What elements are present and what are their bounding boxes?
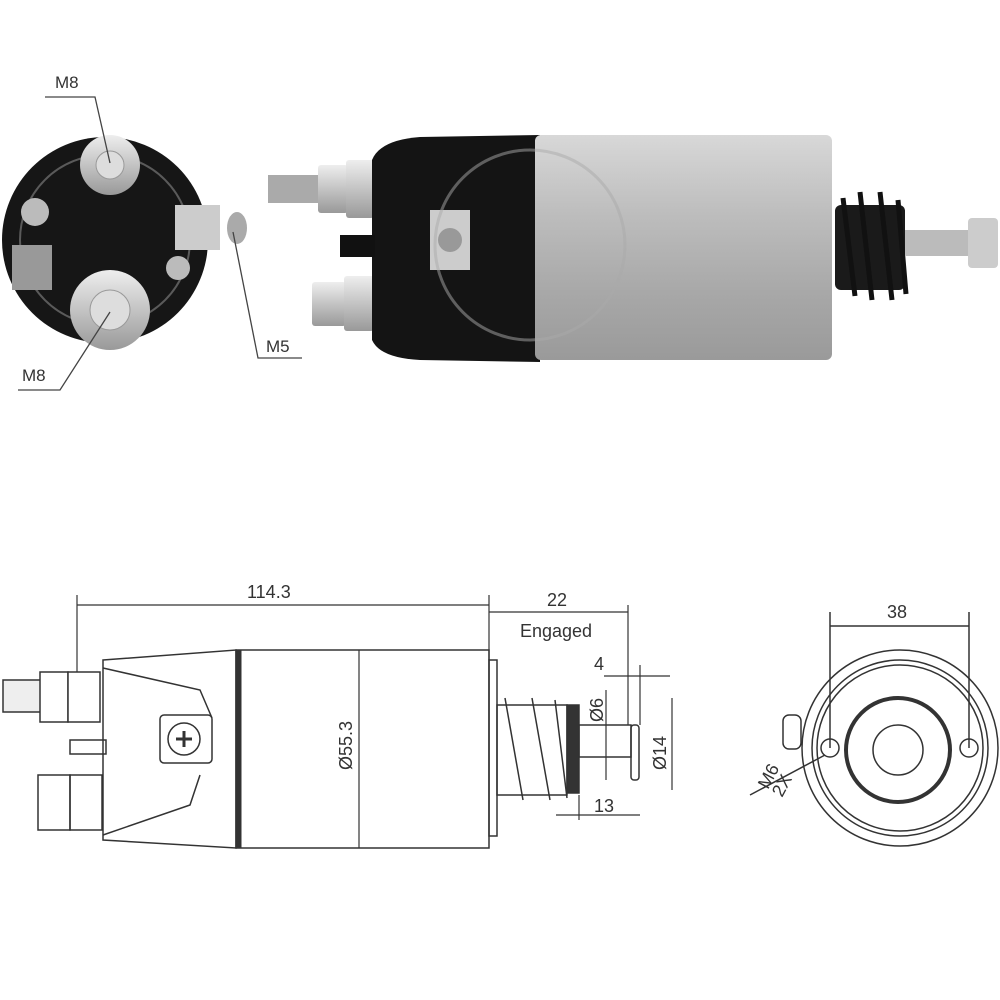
dim-stroke: 22 xyxy=(547,590,567,610)
dim-hole-spacing: 38 xyxy=(887,602,907,622)
side-view-drawing xyxy=(2,649,640,849)
label-m8-bottom: M8 xyxy=(22,366,46,385)
dim-body-diameter: Ø55.3 xyxy=(336,721,356,770)
dim-head-diameter: Ø14 xyxy=(650,736,670,770)
side-view-photo xyxy=(268,135,998,362)
label-m5: M5 xyxy=(266,337,290,356)
dim-shaft-diameter: Ø6 xyxy=(587,698,607,722)
watermark-logo xyxy=(433,148,627,342)
label-m8-top: M8 xyxy=(55,73,79,92)
dimension-lines xyxy=(76,595,673,848)
screw-icon xyxy=(21,198,49,226)
end-view-drawing xyxy=(749,612,999,847)
dim-overall-length: 114.3 xyxy=(247,582,291,602)
end-view-photo xyxy=(2,135,247,350)
dim-stroke-note: Engaged xyxy=(520,621,592,641)
dim-head-width: 4 xyxy=(594,654,604,674)
end-view-labels: M8 M8 M5 xyxy=(18,73,302,391)
dim-extension: 13 xyxy=(594,796,614,816)
screw-icon xyxy=(166,256,190,280)
